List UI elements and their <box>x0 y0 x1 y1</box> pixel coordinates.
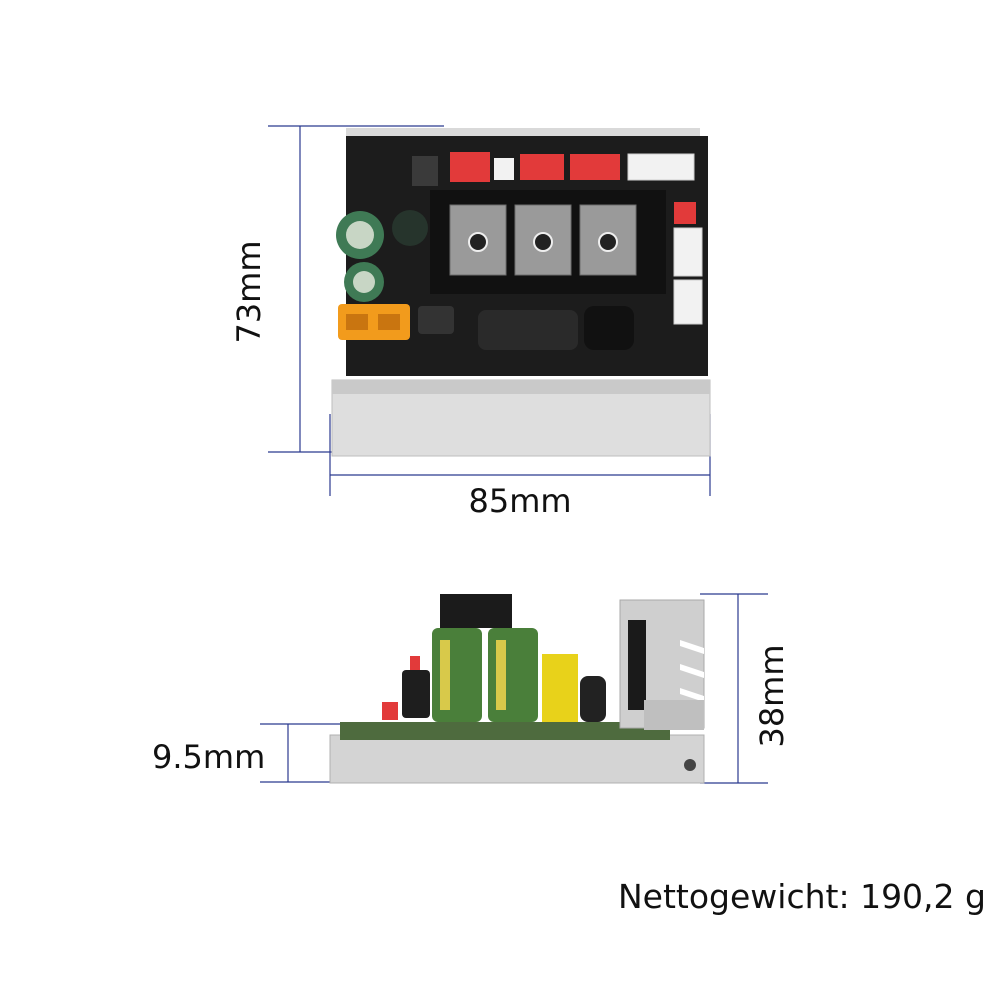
screw-hole-icon <box>598 232 618 252</box>
connector-white <box>673 227 703 277</box>
side-view-dimension-lines <box>260 593 768 784</box>
screw-hole-icon <box>533 232 553 252</box>
connector-red <box>570 154 620 180</box>
capacitor <box>432 628 482 722</box>
dimension-label-width-top: 85mm <box>468 482 572 520</box>
controller-top-view <box>331 128 711 457</box>
screw-hole-icon <box>468 232 488 252</box>
heatsink-base <box>329 734 705 784</box>
capacitor <box>488 628 538 722</box>
xt60-connector <box>338 304 410 340</box>
net-weight-label: Nettogewicht: 190,2 g <box>618 877 986 916</box>
connector-red <box>520 154 564 180</box>
controller-side-view <box>329 594 705 784</box>
connector-white <box>627 153 695 181</box>
capacitor-horizontal <box>478 310 578 350</box>
dimension-label-height-side: 38mm <box>753 644 791 748</box>
dip-switch <box>450 152 490 182</box>
dimension-label-thickness: 9.5mm <box>152 738 266 776</box>
pcb-board <box>340 722 670 740</box>
connector-white <box>673 279 703 325</box>
dimension-label-height-top: 73mm <box>230 240 268 344</box>
